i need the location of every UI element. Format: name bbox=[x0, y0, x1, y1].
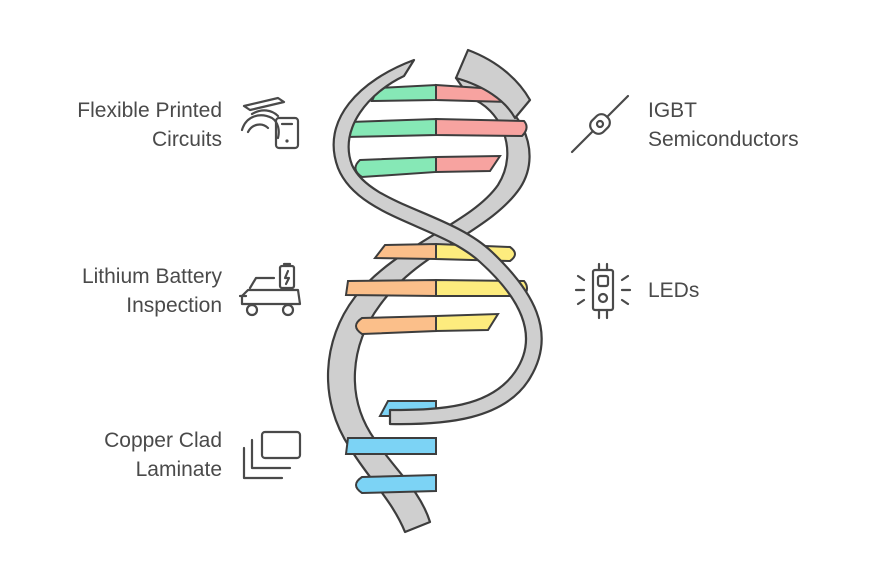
semiconductor-icon bbox=[570, 94, 630, 154]
helix-front-strand bbox=[332, 58, 543, 426]
label-copper-clad-laminate: Copper Clad Laminate bbox=[104, 426, 222, 484]
rung-6-left bbox=[355, 314, 437, 336]
flexible-circuit-icon bbox=[240, 96, 300, 150]
laminate-sheets-icon bbox=[242, 430, 302, 480]
rung-9 bbox=[355, 473, 437, 495]
rung-6-right bbox=[435, 312, 500, 333]
label-leds: LEDs bbox=[648, 276, 699, 305]
led-icon bbox=[574, 262, 632, 320]
label-flexible-printed-circuits: Flexible Printed Circuits bbox=[77, 96, 222, 154]
rung-5-left bbox=[344, 278, 437, 298]
rung-2-right bbox=[435, 117, 528, 138]
label-line: Circuits bbox=[151, 128, 222, 151]
rung-group-3 bbox=[344, 400, 437, 495]
label-igbt-semiconductors: IGBT Semiconductors bbox=[648, 96, 799, 154]
rung-2-left bbox=[344, 117, 437, 139]
rung-group-2 bbox=[344, 242, 528, 336]
helix-top-cap bbox=[454, 48, 532, 120]
electric-car-battery-icon bbox=[238, 262, 302, 317]
label-line: Flexible Printed bbox=[77, 99, 222, 122]
label-line: Lithium Battery bbox=[81, 265, 222, 288]
label-line: Inspection bbox=[126, 294, 222, 317]
label-line: Copper Clad bbox=[104, 429, 222, 452]
rung-3-left bbox=[354, 155, 437, 179]
label-line: IGBT bbox=[648, 99, 698, 122]
helix-back-strand bbox=[327, 76, 531, 534]
rung-4-left bbox=[372, 242, 437, 261]
label-line: Laminate bbox=[135, 458, 222, 481]
rung-8 bbox=[344, 437, 437, 455]
label-line: LEDs bbox=[648, 279, 700, 302]
label-lithium-battery-inspection: Lithium Battery Inspection bbox=[82, 262, 222, 320]
label-line: Semiconductors bbox=[648, 128, 799, 151]
rung-3-right bbox=[435, 154, 502, 174]
